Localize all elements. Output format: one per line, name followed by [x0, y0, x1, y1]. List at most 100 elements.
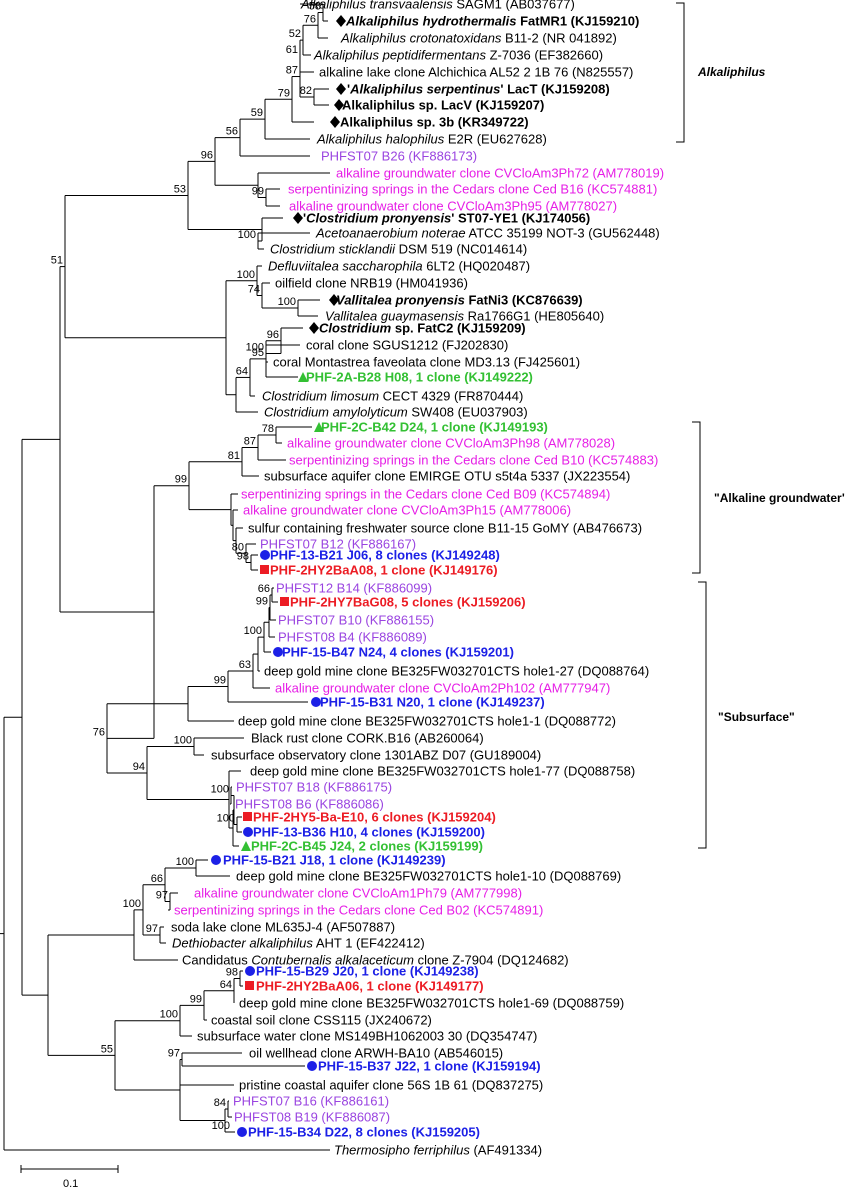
leaf-label: PHF-15-B47 N24, 4 clones (KJ159201): [282, 645, 514, 660]
bootstrap-value: 56: [226, 126, 238, 138]
bootstrap-value: 58: [309, 1, 321, 13]
bootstrap-value: 76: [93, 726, 105, 738]
bootstrap-value: 98: [237, 551, 249, 563]
leaf-label: subsurface observatory clone 1301ABZ D07…: [211, 748, 541, 763]
clade-bracket: [692, 421, 701, 574]
diamond-marker-icon: [293, 212, 303, 224]
bootstrap-value: 100: [246, 342, 264, 354]
bootstrap-value: 99: [252, 186, 264, 198]
bootstrap-value: 100: [212, 1120, 230, 1132]
bootstrap-value: 100: [278, 296, 296, 308]
clade-bracket: [676, 2, 685, 143]
leaf-label: PHFST07 B10 (KF886155): [278, 613, 434, 628]
leaf-label: PHF-15-B31 N20, 1 clone (KJ149237): [320, 695, 545, 710]
leaf-label: PHF-2HY7BaG08, 5 clones (KJ159206): [290, 595, 526, 610]
leaf-label: Alkaliphilus peptidifermentans Z-7036 (E…: [313, 48, 603, 63]
diamond-marker-icon: [334, 99, 344, 111]
circle-marker-icon: [307, 1061, 317, 1071]
leaf-labels: Alkaliphilus transvaalensis SAGM1 (AB037…: [171, 0, 664, 1158]
leaf-label: alkaline groundwater clone CVCloAm3Ph95 …: [289, 199, 617, 214]
bootstrap-value: 66: [258, 583, 270, 595]
leaf-label: Vallitalea guaymasensis Ra1766G1 (HE8056…: [325, 309, 604, 324]
leaf-markers: [211, 15, 346, 1137]
triangle-marker-icon: [314, 422, 324, 432]
bootstrap-value: 64: [220, 979, 232, 991]
circle-marker-icon: [311, 697, 321, 707]
leaf-label: PHF-2A-B28 H08, 1 clone (KJ149222): [306, 370, 533, 385]
leaf-label: deep gold mine clone BE325FW032701CTS ho…: [239, 996, 624, 1011]
bootstrap-value: 100: [238, 229, 256, 241]
leaf-label: Candidatus Contubernalis alkalaceticum c…: [182, 953, 569, 968]
leaf-label: Alkaliphilus sp. 3b (KR349722): [340, 115, 529, 130]
leaf-label: deep gold mine clone BE325FW032701CTS ho…: [236, 869, 621, 884]
bootstrap-value: 78: [262, 423, 274, 435]
leaf-label: Defluviitalea saccharophila 6LT2 (HQ0204…: [268, 259, 530, 274]
leaf-label: subsurface aquifer clone EMIRGE OTU s5t4…: [264, 469, 630, 484]
leaf-label: PHF-2HY2BaA08, 1 clone (KJ149176): [270, 563, 498, 578]
scale-bar: 0.1: [20, 1165, 119, 1190]
bootstrap-value: 97: [168, 1048, 180, 1060]
leaf-label: coral clone SGUS1212 (FJ202830): [306, 338, 508, 353]
leaf-label: serpentinizing springs in the Cedars clo…: [174, 903, 543, 918]
leaf-label: oil wellhead clone ARWH-BA10 (AB546015): [249, 1046, 503, 1061]
leaf-label: coastal soil clone CSS115 (JX240672): [211, 1013, 432, 1028]
leaf-label: PHFST07 B18 (KF886175): [236, 780, 392, 795]
bootstrap-value: 63: [239, 659, 251, 671]
leaf-label: oilfield clone NRB19 (HM041936): [275, 276, 468, 291]
leaf-label: alkaline groundwater clone CVCloAm3Ph72 …: [336, 166, 664, 181]
leaf-label: Thermosipho ferriphilus (AF491334): [334, 1143, 542, 1158]
leaf-label: soda lake clone ML635J-4 (AF507887): [171, 920, 395, 935]
bootstrap-value: 53: [174, 183, 186, 195]
leaf-label: 'Alkaliphilus serpentinus' LacT (KJ15920…: [347, 82, 610, 97]
leaf-label: PHFST12 B14 (KF886099): [276, 581, 432, 596]
bootstrap-value: 98: [226, 967, 238, 979]
bootstrap-value: 59: [251, 107, 263, 119]
bootstrap-value: 97: [146, 923, 158, 935]
leaf-label: PHFST08 B6 (KF886086): [235, 797, 384, 812]
leaf-label: PHF-15-B37 J22, 1 clone (KJ159194): [318, 1059, 541, 1074]
bootstrap-value: 100: [237, 269, 255, 281]
leaf-label: PHF-2HY2BaA06, 1 clone (KJ149177): [256, 979, 484, 994]
leaf-label: Alkaliphilus transvaalensis SAGM1 (AB037…: [300, 0, 575, 12]
triangle-marker-icon: [298, 372, 308, 382]
bootstrap-value: 64: [236, 365, 248, 377]
leaf-label: PHF-13-B21 J06, 8 clones (KJ149248): [270, 548, 500, 563]
bootstrap-value: 99: [256, 596, 268, 608]
circle-marker-icon: [243, 827, 253, 837]
bootstrap-value: 55: [101, 1043, 113, 1055]
leaf-label: alkaline groundwater clone CVCloAm3Ph98 …: [287, 436, 615, 451]
clade-label: "Subsurface": [718, 710, 795, 724]
leaf-label: Clostridium limosum CECT 4329 (FR870444): [262, 389, 523, 404]
circle-marker-icon: [245, 966, 255, 976]
scale-bar-label: 0.1: [63, 1178, 78, 1190]
bootstrap-value: 51: [51, 255, 63, 267]
leaf-label: Alkaliphilus halophilus E2R (EU627628): [316, 132, 547, 147]
leaf-label: Alkaliphilus crotonatoxidans B11-2 (NR 0…: [340, 31, 617, 46]
leaf-label: PHF-13-B36 H10, 4 clones (KJ159200): [253, 825, 485, 840]
leaf-label: Clostridium amylolyticum SW408 (EU037903…: [264, 405, 528, 420]
bootstrap-value: 95: [252, 347, 264, 359]
leaf-label: PHFST08 B4 (KF886089): [278, 630, 427, 645]
circle-marker-icon: [237, 1127, 247, 1137]
leaf-label: PHF-15-B34 D22, 8 clones (KJ159205): [248, 1125, 480, 1140]
leaf-label: subsurface water clone MS149BH1062003 30…: [197, 1029, 537, 1044]
triangle-marker-icon: [241, 841, 251, 851]
leaf-label: serpentinizing springs in the Cedars clo…: [288, 182, 657, 197]
leaf-label: deep gold mine clone BE325FW032701CTS ho…: [250, 764, 635, 779]
leaf-label: alkaline groundwater clone CVCloAm2Ph102…: [275, 681, 610, 696]
bootstrap-value: 99: [175, 474, 187, 486]
bootstrap-value: 100: [217, 813, 235, 825]
bootstrap-value: 82: [300, 85, 312, 97]
leaf-label: Dethiobacter alkaliphilus AHT 1 (EF42241…: [172, 936, 425, 951]
bootstrap-value: 100: [176, 856, 194, 868]
diamond-marker-icon: [309, 322, 319, 334]
bootstrap-value: 61: [286, 44, 298, 56]
diamond-marker-icon: [329, 294, 339, 306]
bootstrap-value: 81: [228, 450, 240, 462]
leaf-label: deep gold mine clone BE325FW032701CTS ho…: [264, 664, 649, 679]
bootstrap-value: 87: [286, 65, 298, 77]
bootstrap-value: 99: [214, 675, 226, 687]
square-marker-icon: [245, 981, 254, 990]
